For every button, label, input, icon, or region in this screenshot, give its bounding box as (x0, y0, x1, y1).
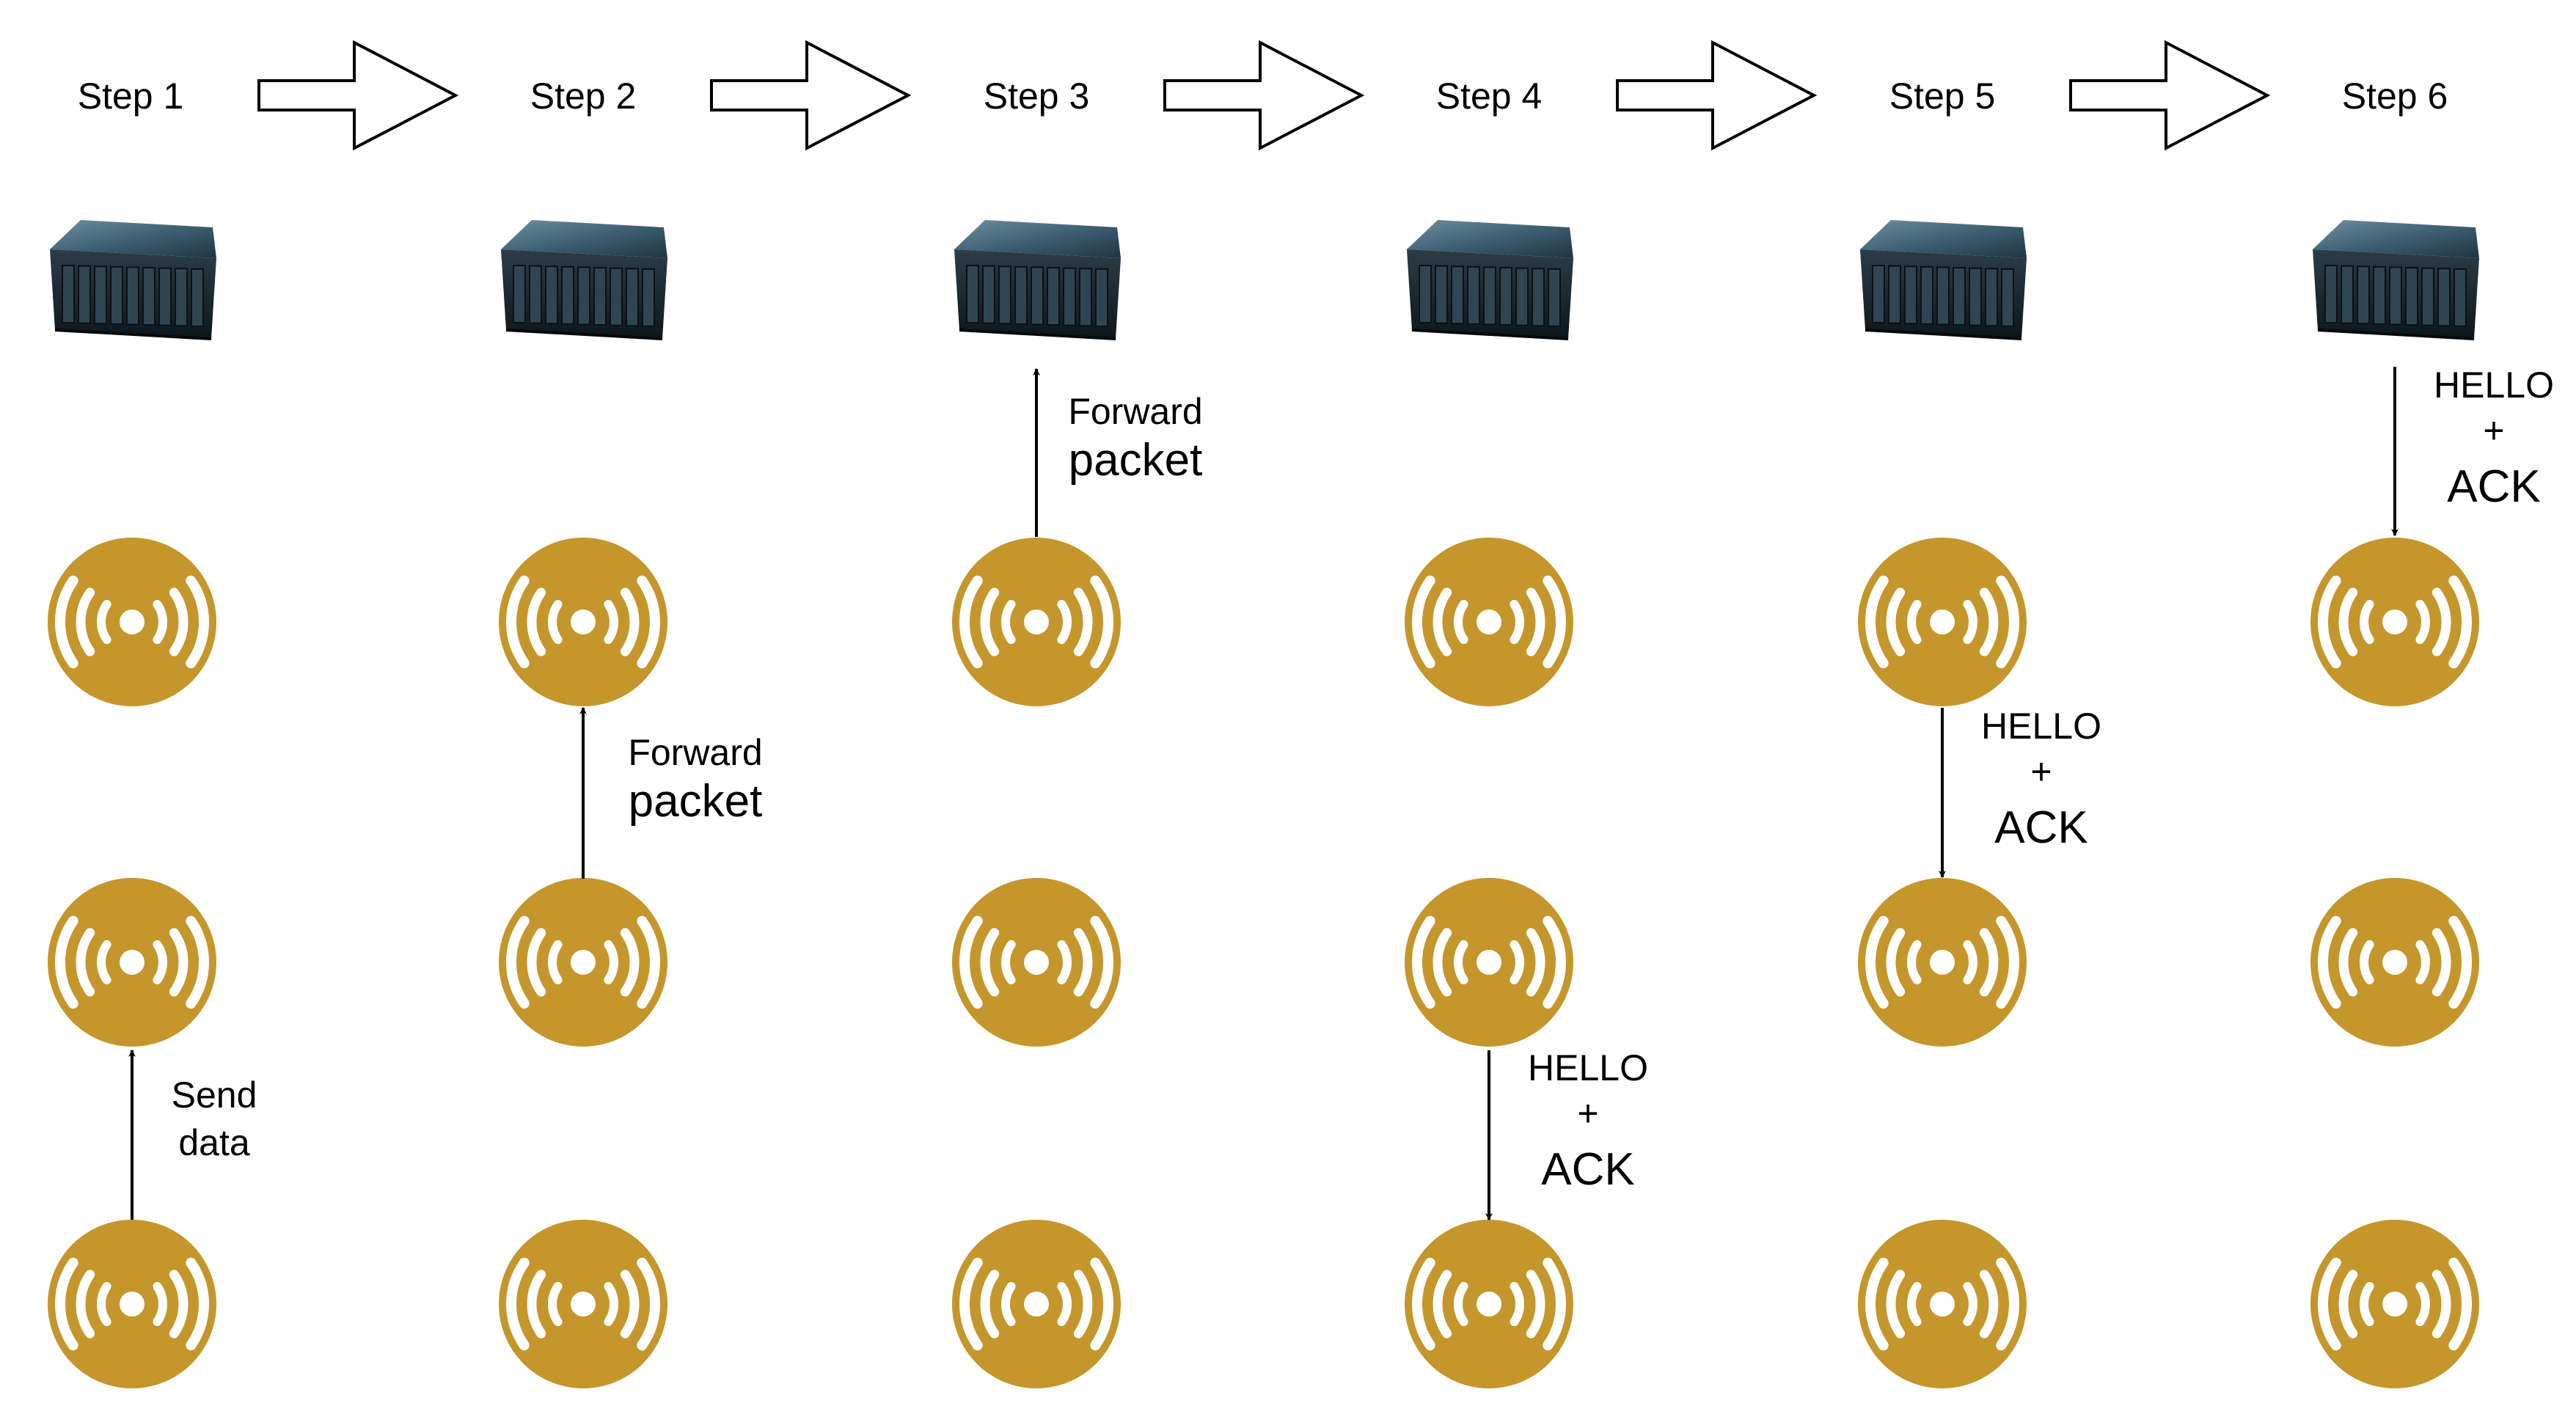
hollow-right-arrow-icon (710, 40, 912, 151)
svg-text:data: data (178, 1122, 250, 1163)
server-icon (2313, 220, 2479, 340)
svg-text:+: + (2030, 751, 2052, 792)
svg-text:Forward: Forward (628, 732, 762, 773)
svg-text:ACK: ACK (1541, 1144, 1634, 1195)
wireless-sensor-icon (2310, 878, 2479, 1047)
wireless-sensor-icon (1858, 878, 2027, 1047)
svg-text:packet: packet (1069, 435, 1203, 486)
svg-text:ACK: ACK (1994, 802, 2087, 853)
wireless-sensor-icon (48, 538, 216, 706)
server-icon (50, 220, 216, 340)
step-label-6: Step 6 (2342, 76, 2448, 117)
step-label-3: Step 3 (984, 76, 1090, 117)
wireless-sensor-icon (2310, 1220, 2479, 1388)
svg-text:Forward: Forward (1068, 391, 1202, 432)
wireless-sensor-icon (48, 1220, 216, 1388)
wireless-sensor-icon (1405, 538, 1573, 706)
wireless-sensor-icon (952, 1220, 1121, 1388)
step-label-2: Step 2 (530, 76, 637, 117)
hollow-right-arrow-icon (1163, 40, 1365, 151)
forward-packet-label-step2: Forward packet (628, 732, 762, 827)
hollow-right-arrow-icon (1616, 40, 1818, 151)
svg-text:packet: packet (629, 776, 763, 827)
server-icon (1407, 220, 1573, 340)
wireless-sensor-icon (1858, 538, 2027, 706)
svg-text:ACK: ACK (2447, 461, 2540, 512)
wireless-sensor-icon (1405, 878, 1573, 1047)
hollow-right-arrow-icon (2069, 40, 2271, 151)
svg-text:+: + (1577, 1093, 1598, 1134)
wireless-sensor-icon (499, 878, 667, 1047)
send-data-label: Send data (172, 1074, 257, 1163)
server-icon (954, 220, 1121, 340)
server-icon (1860, 220, 2027, 340)
svg-text:HELLO: HELLO (1528, 1047, 1648, 1088)
step-label-4: Step 4 (1436, 76, 1543, 117)
forward-packet-label-step3: Forward packet (1068, 391, 1202, 486)
server-icon (501, 220, 667, 340)
wireless-sensor-icon (2310, 538, 2479, 706)
wireless-sensor-icon (499, 538, 667, 706)
wireless-sensor-icon (952, 878, 1121, 1047)
step-label-5: Step 5 (1889, 76, 1996, 117)
wireless-sensor-icon (48, 878, 216, 1047)
svg-text:+: + (2483, 410, 2504, 451)
hello-ack-label-step4: HELLO + ACK (1528, 1047, 1648, 1195)
wireless-sensor-icon (1858, 1220, 2027, 1388)
hello-ack-label-step5: HELLO + ACK (1981, 706, 2101, 853)
hello-ack-label-step6: HELLO + ACK (2434, 365, 2554, 512)
svg-text:HELLO: HELLO (1981, 706, 2101, 747)
wireless-sensor-icon (1405, 1220, 1573, 1388)
hollow-right-arrow-icon (257, 40, 459, 151)
wireless-sensor-icon (952, 538, 1121, 706)
wireless-sensor-icon (499, 1220, 667, 1388)
svg-text:HELLO: HELLO (2434, 365, 2554, 406)
svg-text:Send: Send (172, 1074, 257, 1116)
step-label-1: Step 1 (78, 76, 184, 117)
